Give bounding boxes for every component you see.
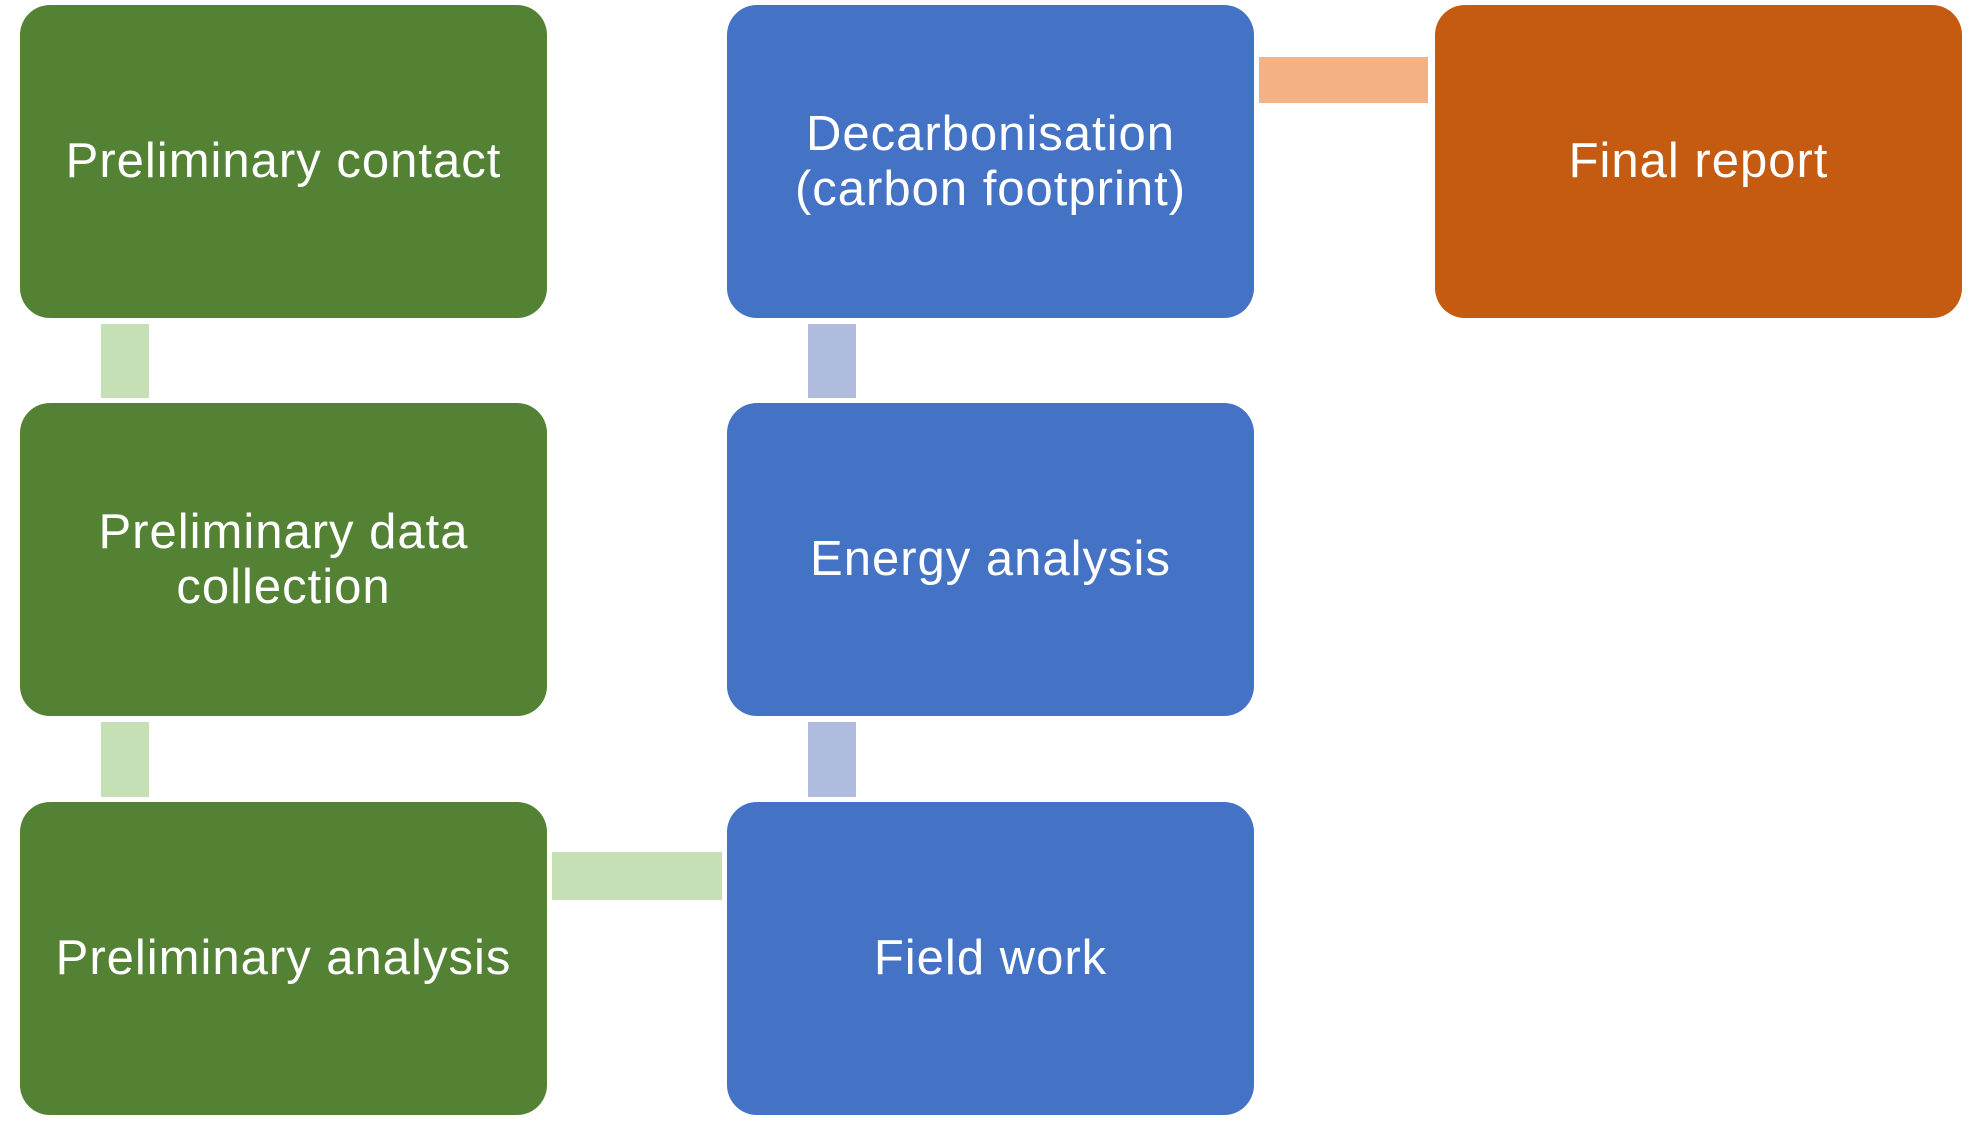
step-label: Energy analysis xyxy=(810,532,1171,587)
step-field-work: Field work xyxy=(727,802,1254,1115)
step-preliminary-data-collection: Preliminary data collection xyxy=(20,403,547,716)
connector-contact-to-data-collection xyxy=(101,324,149,398)
step-label: Preliminary data collection xyxy=(98,504,469,614)
step-preliminary-contact: Preliminary contact xyxy=(20,5,547,318)
step-label: Field work xyxy=(873,931,1108,986)
step-energy-analysis: Energy analysis xyxy=(727,403,1254,716)
step-decarbonisation: Decarbonisation (carbon footprint) xyxy=(727,5,1254,318)
step-final-report: Final report xyxy=(1435,5,1962,318)
step-label: Preliminary analysis xyxy=(55,931,512,986)
connector-energy-analysis-to-decarbonisation xyxy=(808,324,856,398)
connector-data-collection-to-analysis xyxy=(101,722,149,797)
step-label: Preliminary contact xyxy=(65,134,502,189)
connector-decarbonisation-to-final-report xyxy=(1259,57,1428,103)
step-label: Decarbonisation (carbon footprint) xyxy=(794,106,1187,216)
connector-analysis-to-field-work xyxy=(552,852,722,900)
step-label: Final report xyxy=(1568,134,1829,189)
step-preliminary-analysis: Preliminary analysis xyxy=(20,802,547,1115)
connector-field-work-to-energy-analysis xyxy=(808,722,856,797)
